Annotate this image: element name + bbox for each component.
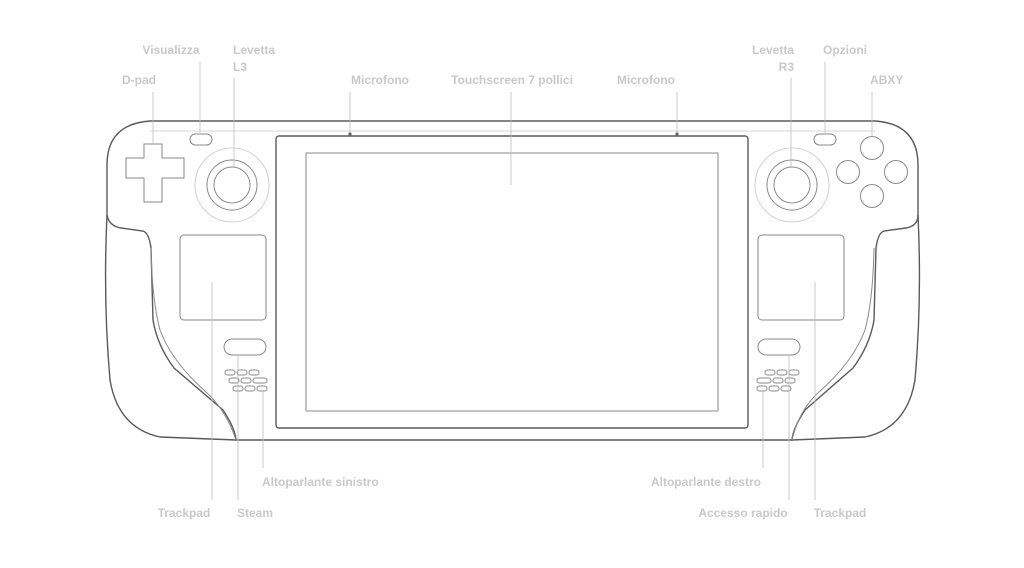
label-altoparlante-sinistro: Altoparlante sinistro [262,475,379,489]
label-l3-line1: Levetta [233,43,275,57]
button-x [836,160,860,184]
label-abxy: ABXY [870,73,903,87]
left-controls [125,133,270,392]
button-b [884,160,908,184]
r3-stick-ring [754,147,830,223]
screen [275,132,749,429]
label-touchscreen: Touchscreen 7 pollici [451,73,573,87]
microphone-right-dot [675,132,679,136]
label-opzioni: Opzioni [823,43,867,57]
button-y [860,136,884,160]
label-r3-line2: R3 [779,60,795,74]
touchscreen-display [305,152,719,412]
label-visualizza: Visualizza [142,43,199,57]
labels: Visualizza Levetta L3 D-pad Microfono To… [122,43,903,520]
l3-stick-inner [213,166,251,204]
r3-stick-inner [773,166,811,204]
label-altoparlante-destro: Altoparlante destro [651,475,761,489]
left-speaker-grille [224,369,268,392]
left-grip-inner [150,247,237,441]
screen-bezel [275,135,749,429]
quick-access-button-shape [757,338,801,356]
view-button-shape [189,133,213,146]
right-trackpad-shape [757,234,845,321]
l3-stick-ring [194,147,270,223]
microphone-left-dot [348,132,352,136]
label-trackpad-right: Trackpad [814,506,867,520]
label-microfono-right: Microfono [617,73,675,87]
button-a [860,184,884,208]
label-r3-line1: Levetta [752,43,794,57]
left-grip [104,214,237,441]
right-grip [791,214,921,441]
dpad-shape [125,143,185,203]
right-grip-inner [791,247,875,441]
left-trackpad-shape [179,234,267,321]
right-controls [754,133,908,392]
l3-stick-outer [206,159,258,211]
label-trackpad-left: Trackpad [158,506,211,520]
label-dpad: D-pad [122,73,156,87]
device-body [104,120,921,441]
label-l3-line2: L3 [233,60,247,74]
options-button-shape [813,133,837,146]
steam-button-shape [223,338,267,356]
label-steam: Steam [237,506,273,520]
leader-lines [152,62,873,500]
device-outline [106,120,919,441]
right-speaker-grille [756,369,800,392]
label-accesso-rapido: Accesso rapido [698,506,787,520]
label-microfono-left: Microfono [351,73,409,87]
r3-stick-outer [766,159,818,211]
